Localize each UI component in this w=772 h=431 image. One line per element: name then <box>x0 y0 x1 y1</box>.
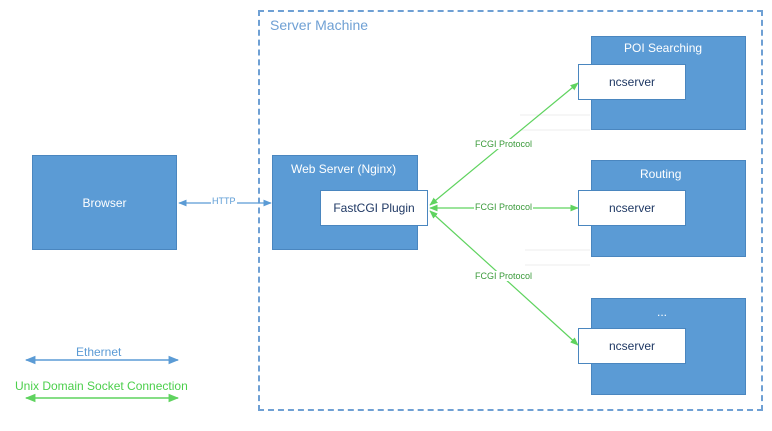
fastcgi-plugin-box: FastCGI Plugin <box>320 190 428 226</box>
web-server-title: Web Server (Nginx) <box>291 162 397 176</box>
ncserver-box: ncserver <box>578 64 686 100</box>
http-label: HTTP <box>211 196 237 206</box>
ncserver-box: ncserver <box>578 328 686 364</box>
fcgi-label-poi: FCGI Protocol <box>474 139 534 149</box>
browser-node: Browser <box>32 155 177 250</box>
browser-label: Browser <box>82 195 127 210</box>
fastcgi-plugin-label: FastCGI Plugin <box>333 201 415 215</box>
service-title: Routing <box>640 167 682 181</box>
legend-unix-label: Unix Domain Socket Connection <box>15 379 188 393</box>
ncserver-label: ncserver <box>609 201 656 215</box>
server-machine-frame <box>258 10 763 411</box>
ncserver-label: ncserver <box>609 75 656 89</box>
ncserver-label: ncserver <box>609 339 656 353</box>
legend-ethernet-label: Ethernet <box>76 345 122 359</box>
service-title: POI Searching <box>624 41 703 55</box>
server-machine-label: Server Machine <box>270 17 369 33</box>
fcgi-label-routing: FCGI Protocol <box>474 202 534 212</box>
ncserver-box: ncserver <box>578 190 686 226</box>
service-title: ... <box>657 305 668 319</box>
fcgi-label-ellipsis: FCGI Protocol <box>474 271 534 281</box>
